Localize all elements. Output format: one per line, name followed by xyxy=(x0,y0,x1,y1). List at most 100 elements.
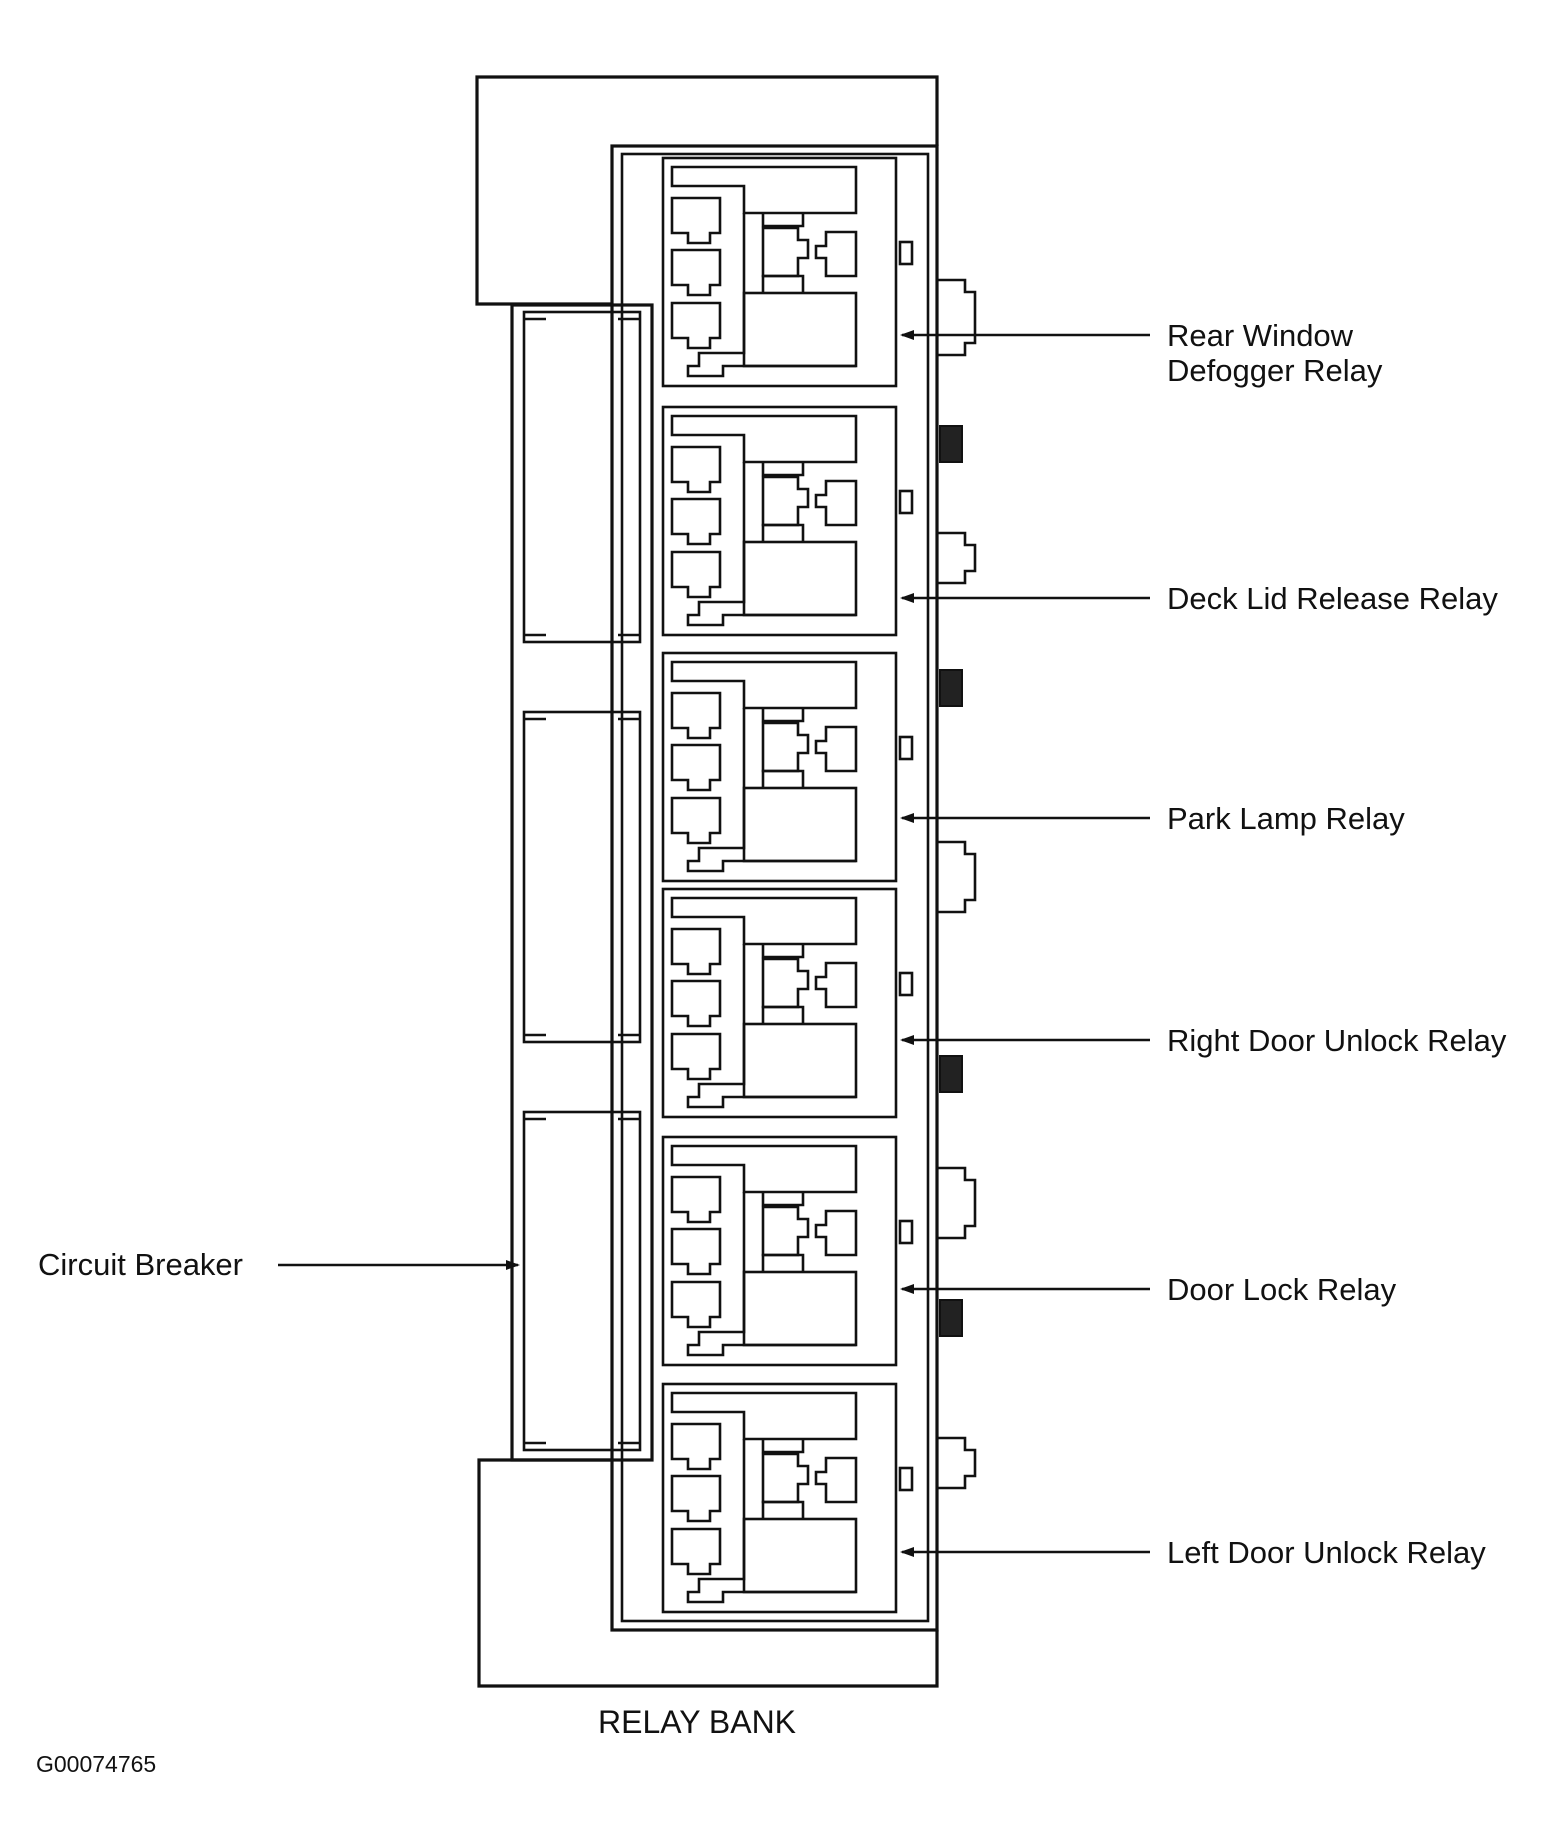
relay-coil-block xyxy=(742,1022,858,1099)
relay-outline xyxy=(661,1135,898,1367)
relay-spine xyxy=(686,708,856,873)
relay-coil-block xyxy=(742,1270,858,1347)
circuit-breaker-label: Circuit Breaker xyxy=(38,1247,243,1282)
relay-link-top xyxy=(761,708,805,723)
relay-contact-left xyxy=(761,1452,810,1504)
relay-contact-left xyxy=(761,475,810,527)
relay-module xyxy=(661,887,914,1119)
relay-module xyxy=(661,1382,914,1614)
relay-terminal xyxy=(670,1175,722,1224)
relay-tab xyxy=(898,735,914,761)
circuit-breaker-slot xyxy=(522,710,642,1044)
relay-link-bottom xyxy=(761,769,805,788)
relay-spine xyxy=(686,462,856,627)
relay-tray-inner xyxy=(620,152,930,1623)
relay-contact-left xyxy=(761,957,810,1009)
relay-link-bottom xyxy=(761,274,805,293)
relay-label: Defogger Relay xyxy=(1167,353,1383,388)
relay-modules xyxy=(661,156,914,1614)
relay-top-bar xyxy=(670,1144,858,1194)
relay-module xyxy=(661,1135,914,1367)
relay-link-top xyxy=(761,1439,805,1454)
relay-label: Rear Window xyxy=(1167,318,1354,353)
relay-coil-block xyxy=(742,291,858,368)
relay-contact-left xyxy=(761,721,810,773)
relay-top-bar xyxy=(670,660,858,710)
side-latch xyxy=(939,1055,963,1093)
relay-top-bar xyxy=(670,1391,858,1441)
side-clip xyxy=(937,1166,977,1240)
relay-contact-left xyxy=(761,226,810,278)
circuit-breaker-slots xyxy=(522,310,642,1452)
relay-link-top xyxy=(761,944,805,959)
relay-outline xyxy=(661,156,898,388)
circuit-breaker-column xyxy=(510,303,654,1462)
side-clip xyxy=(937,278,977,357)
relay-label: Door Lock Relay xyxy=(1167,1272,1397,1307)
relay-module xyxy=(661,156,914,388)
relay-terminal xyxy=(670,691,722,740)
relay-top-bar xyxy=(670,414,858,464)
side-latch xyxy=(939,425,963,463)
circuit-breaker-callout: Circuit Breaker xyxy=(38,1247,520,1282)
breaker-slot-corner-marks xyxy=(524,717,640,1037)
side-clip xyxy=(937,531,977,585)
relay-tab xyxy=(898,1219,914,1245)
relay-contact-right xyxy=(814,725,858,773)
relay-label: Left Door Unlock Relay xyxy=(1167,1535,1486,1570)
breaker-slot-outline xyxy=(522,1110,642,1452)
relay-terminal xyxy=(670,1227,722,1276)
relay-link-top xyxy=(761,1192,805,1207)
relay-link-top xyxy=(761,462,805,477)
diagram-caption: RELAY BANK xyxy=(598,1704,796,1740)
breaker-frame xyxy=(510,303,654,1462)
relay-link-bottom xyxy=(761,1253,805,1272)
circuit-breaker-slot xyxy=(522,1110,642,1452)
side-latch xyxy=(939,1299,963,1337)
relay-terminal xyxy=(670,248,722,297)
housing-top-block xyxy=(475,75,939,306)
relay-spine xyxy=(686,1439,856,1604)
relay-link-top xyxy=(761,213,805,228)
relay-contact-right xyxy=(814,230,858,278)
relay-tab xyxy=(898,489,914,515)
relay-spine xyxy=(686,1192,856,1357)
breaker-slot-corner-marks xyxy=(524,1117,640,1445)
relay-coil-block xyxy=(742,786,858,863)
breaker-slot-outline xyxy=(522,710,642,1044)
relay-top-bar xyxy=(670,165,858,215)
relay-terminal xyxy=(670,796,722,845)
relay-terminal xyxy=(670,979,722,1028)
relay-module xyxy=(661,405,914,637)
relay-tab xyxy=(898,1466,914,1492)
relay-label: Park Lamp Relay xyxy=(1167,801,1405,836)
relay-outline xyxy=(661,651,898,883)
relay-terminal xyxy=(670,1280,722,1329)
relay-terminal xyxy=(670,1422,722,1471)
relay-label: Right Door Unlock Relay xyxy=(1167,1023,1507,1058)
relay-top-bar xyxy=(670,896,858,946)
relay-spine xyxy=(686,213,856,378)
relay-label: Deck Lid Release Relay xyxy=(1167,581,1498,616)
relay-terminal xyxy=(670,196,722,245)
relay-contact-right xyxy=(814,1209,858,1257)
relay-terminal xyxy=(670,550,722,599)
relay-terminal xyxy=(670,497,722,546)
relay-coil-block xyxy=(742,540,858,617)
side-clip xyxy=(937,840,977,914)
relay-terminal xyxy=(670,301,722,350)
breaker-slot-corner-marks xyxy=(524,317,640,637)
relay-terminal xyxy=(670,1527,722,1576)
relay-spine xyxy=(686,944,856,1109)
relay-tab xyxy=(898,240,914,266)
relay-contact-right xyxy=(814,961,858,1009)
relay-outline xyxy=(661,1382,898,1614)
relay-contact-right xyxy=(814,479,858,527)
relay-outline xyxy=(661,887,898,1119)
relay-contact-right xyxy=(814,1456,858,1504)
relay-terminal xyxy=(670,743,722,792)
relay-terminal xyxy=(670,1032,722,1081)
